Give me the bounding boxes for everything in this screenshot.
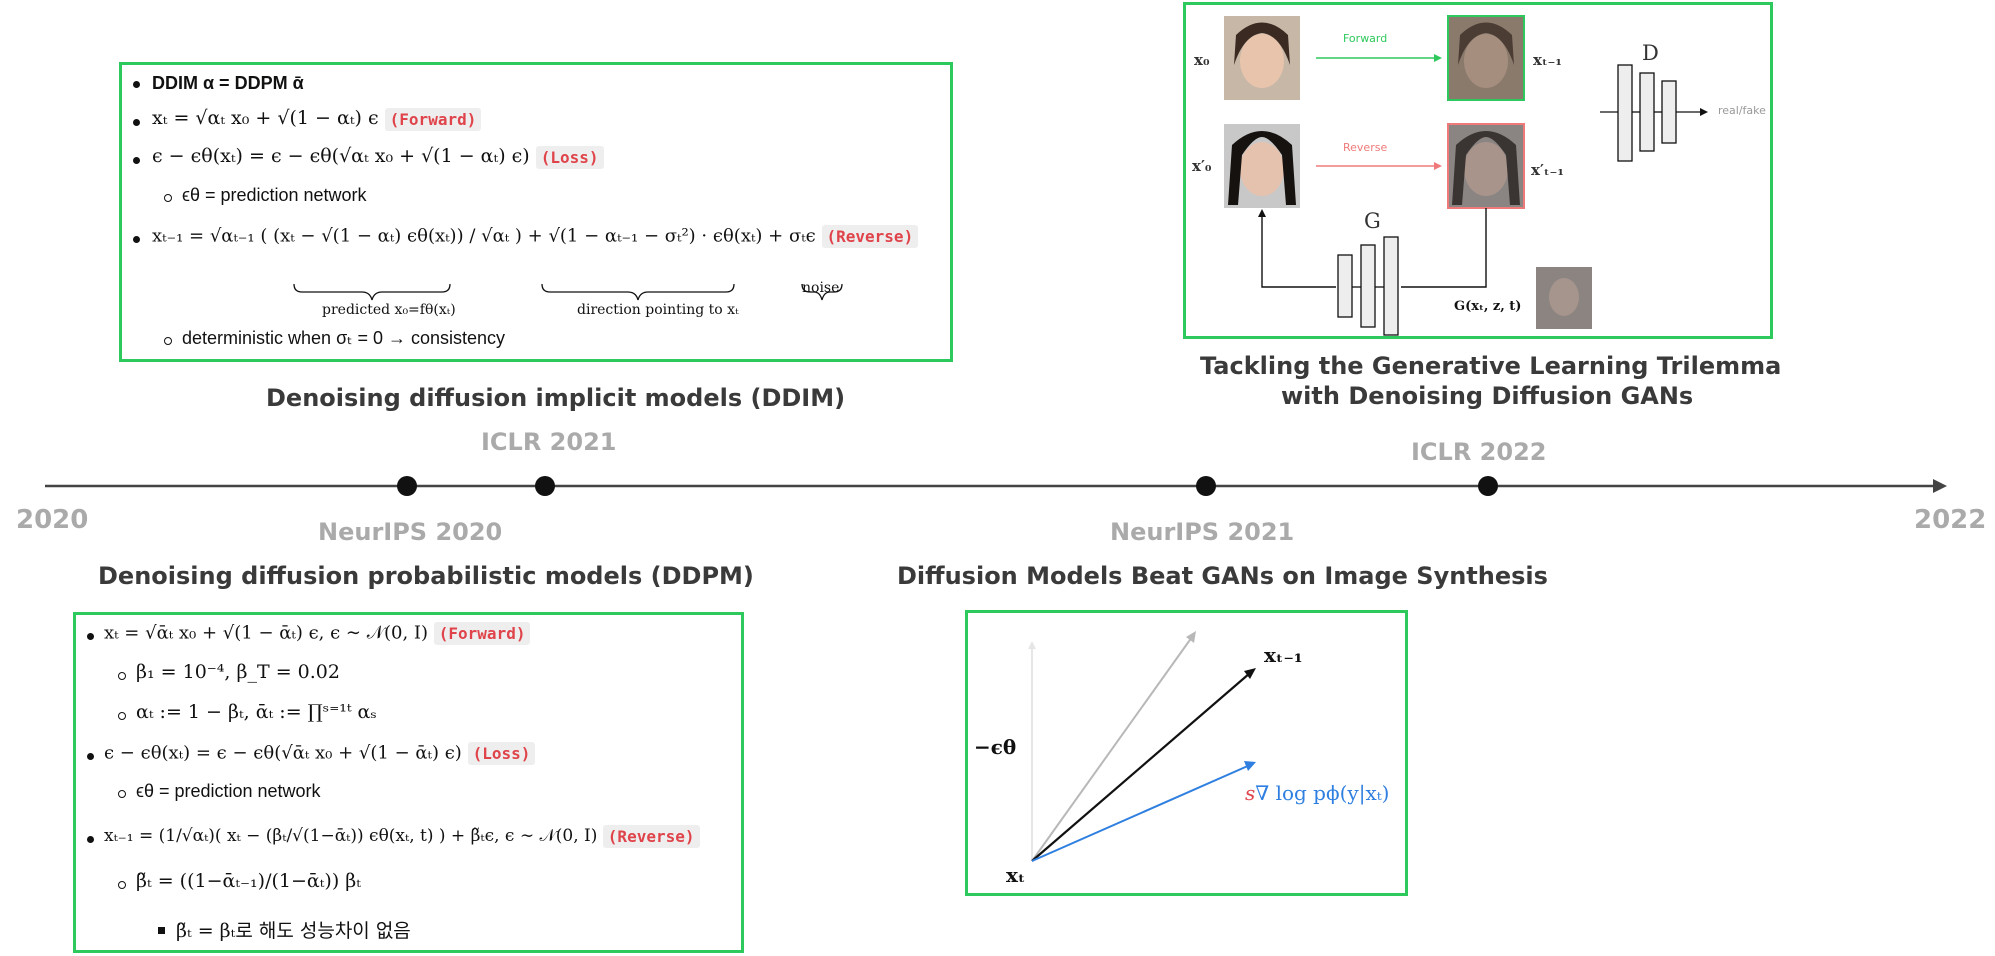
bullet <box>87 836 94 843</box>
face-generated-noise <box>1536 267 1592 329</box>
face-xt1 <box>1447 15 1525 101</box>
beatgans-label-xt: xₜ <box>1006 863 1026 887</box>
square-bullet <box>158 927 165 934</box>
ddgan-diagram <box>1224 15 1708 336</box>
ddim-list: DDIM α = DDPM ᾱ xₜ = √αₜ x₀ + √(1 − αₜ) … <box>122 65 950 359</box>
beatgans-guidance-label: s∇ log pϕ(y|xₜ) <box>1245 781 1389 805</box>
ddpm-item-5: ϵθ = prediction network <box>136 781 321 801</box>
ddgan-discriminator-label: D <box>1642 41 1659 65</box>
circle-bullet <box>164 337 172 345</box>
ddgan-forward-label: Forward <box>1343 32 1388 45</box>
ddpm-list: xₜ = √ᾱₜ x₀ + √(1 − ᾱₜ) ϵ, ϵ ∼ 𝒩(0, I) (… <box>76 615 741 950</box>
ddim-forward-tag: (Forward) <box>384 107 482 131</box>
ddim-loss-tag: (Loss) <box>535 145 604 169</box>
circle-bullet <box>118 790 126 798</box>
ddpm-item-4: ϵ − ϵθ(xₜ) = ϵ − ϵθ(√ᾱₜ x₀ + √(1 − ᾱₜ) ϵ… <box>104 742 536 765</box>
ddgan-generator-function: G(xₜ, z, t) <box>1454 299 1522 314</box>
timeline-dot-iclr-2022 <box>1478 476 1498 496</box>
face-xt1-prime <box>1447 123 1525 209</box>
ddpm-forward-tag: (Forward) <box>433 622 531 645</box>
bullet <box>133 157 140 164</box>
circle-bullet <box>118 712 126 720</box>
timeline-dot-neurips-2021 <box>1196 476 1216 496</box>
ddpm-box: xₜ = √ᾱₜ x₀ + √(1 − ᾱₜ) ϵ, ϵ ∼ 𝒩(0, I) (… <box>73 612 744 953</box>
venue-neurips-2021: NeurIPS 2021 <box>1110 518 1295 546</box>
ddpm-loss-eq: ϵ − ϵθ(xₜ) = ϵ − ϵθ(√ᾱₜ x₀ + √(1 − ᾱₜ) ϵ… <box>104 742 462 764</box>
ddgan-generator-label: G <box>1364 209 1381 233</box>
ddim-box: DDIM α = DDPM ᾱ xₜ = √αₜ x₀ + √(1 − αₜ) … <box>119 62 953 362</box>
timeline-dot-iclr-2021 <box>535 476 555 496</box>
ddpm-item-6: xₜ₋₁ = (1/√αₜ)( xₜ − (βₜ/√(1−ᾱₜ)) ϵθ(xₜ,… <box>104 825 700 848</box>
ddim-item-4: ϵθ = prediction network <box>182 185 367 205</box>
circle-bullet <box>164 194 172 202</box>
ddgan-reverse-label: Reverse <box>1343 141 1388 154</box>
ddim-item-5: xₜ₋₁ = √αₜ₋₁ ( (xₜ − √(1 − αₜ) ϵθ(xₜ)) /… <box>152 225 919 248</box>
ddim-reverse-tag: (Reverse) <box>821 225 919 248</box>
ddim-direction-label: direction pointing to xₜ <box>577 302 739 318</box>
ddgan-realfake-label: real/fake <box>1718 104 1766 117</box>
bullet <box>87 633 94 640</box>
venue-iclr-2021: ICLR 2021 <box>481 428 617 456</box>
ddgan-box: x₀ x′₀ xₜ₋₁ x′ₜ₋₁ Forward Reverse D G re… <box>1183 2 1773 339</box>
ddpm-loss-tag: (Loss) <box>467 742 536 765</box>
bullet <box>133 81 140 88</box>
circle-bullet <box>118 881 126 889</box>
ddgan-label-x0: x₀ <box>1194 51 1210 69</box>
ddim-reverse-eq: xₜ₋₁ = √αₜ₋₁ ( (xₜ − √(1 − αₜ) ϵθ(xₜ)) /… <box>152 225 816 247</box>
beatgans-box: xₜ₋₁ −ϵθ xₜ s∇ log pϕ(y|xₜ) <box>965 610 1408 896</box>
venue-iclr-2022: ICLR 2022 <box>1411 438 1547 466</box>
ddim-item-1: DDIM α = DDPM ᾱ <box>152 73 304 93</box>
bullet <box>133 236 140 243</box>
ddim-item-6: deterministic when σₜ = 0 → consistency <box>182 328 506 348</box>
timeline-dot-neurips-2020 <box>397 476 417 496</box>
ddpm-reverse-eq: xₜ₋₁ = (1/√αₜ)( xₜ − (βₜ/√(1−ᾱₜ)) ϵθ(xₜ,… <box>104 826 598 846</box>
bullet <box>133 119 140 126</box>
ddpm-forward-eq: xₜ = √ᾱₜ x₀ + √(1 − ᾱₜ) ϵ, ϵ ∼ 𝒩(0, I) <box>104 622 429 644</box>
ddpm-item-1: xₜ = √ᾱₜ x₀ + √(1 − ᾱₜ) ϵ, ϵ ∼ 𝒩(0, I) (… <box>104 622 531 645</box>
guidance-vector-diagram <box>1028 631 1256 862</box>
ddpm-reverse-tag: (Reverse) <box>602 825 700 848</box>
ddpm-item-2: β₁ = 10⁻⁴, β_T = 0.02 <box>136 661 340 683</box>
venue-neurips-2020: NeurIPS 2020 <box>318 518 503 546</box>
ddpm-item-7: β̃ₜ = ((1−ᾱₜ₋₁)/(1−ᾱₜ)) βₜ <box>136 870 361 892</box>
circle-bullet <box>118 672 126 680</box>
ddgan-label-xt1: xₜ₋₁ <box>1533 51 1562 69</box>
guidance-scale-s: s <box>1245 781 1256 805</box>
ddim-item-3: ϵ − ϵθ(xₜ) = ϵ − ϵθ(√αₜ x₀ + √(1 − αₜ) ϵ… <box>152 145 604 169</box>
ddpm-item-8: β̃ₜ = βₜ로 해도 성능차이 없음 <box>176 920 411 942</box>
ddgan-label-xt1-prime: x′ₜ₋₁ <box>1531 161 1564 179</box>
ddpm-item-3: αₜ := 1 − βₜ, ᾱₜ := ∏ˢ⁼¹ᵗ αₛ <box>136 701 377 723</box>
ddim-loss-eq: ϵ − ϵθ(xₜ) = ϵ − ϵθ(√αₜ x₀ + √(1 − αₜ) ϵ… <box>152 145 530 167</box>
beatgans-label-eps: −ϵθ <box>974 735 1017 759</box>
ddim-forward-eq: xₜ = √αₜ x₀ + √(1 − αₜ) ϵ <box>152 107 379 129</box>
start-year: 2020 <box>16 505 89 535</box>
ddim-predicted-label: predicted x₀=fθ(xₜ) <box>322 302 456 318</box>
ddim-noise-label: noise <box>802 280 840 296</box>
ddim-title: Denoising diffusion implicit models (DDI… <box>266 384 846 412</box>
ddgan-title-line1: Tackling the Generative Learning Trilemm… <box>1200 352 1782 380</box>
ddgan-label-x0-prime: x′₀ <box>1192 157 1212 175</box>
bullet <box>87 753 94 760</box>
face-x0-prime <box>1224 124 1300 208</box>
ddim-underbraces <box>293 283 843 301</box>
beatgans-label-xt1: xₜ₋₁ <box>1264 643 1303 667</box>
beatgans-title: Diffusion Models Beat GANs on Image Synt… <box>897 562 1548 590</box>
ddim-item-2: xₜ = √αₜ x₀ + √(1 − αₜ) ϵ (Forward) <box>152 107 482 131</box>
end-year: 2022 <box>1914 505 1987 535</box>
ddgan-title-line2: with Denoising Diffusion GANs <box>1281 382 1694 410</box>
ddpm-title: Denoising diffusion probabilistic models… <box>98 562 754 590</box>
guidance-gradient: ∇ log pϕ(y|xₜ) <box>1255 781 1390 805</box>
face-x0 <box>1224 16 1300 100</box>
